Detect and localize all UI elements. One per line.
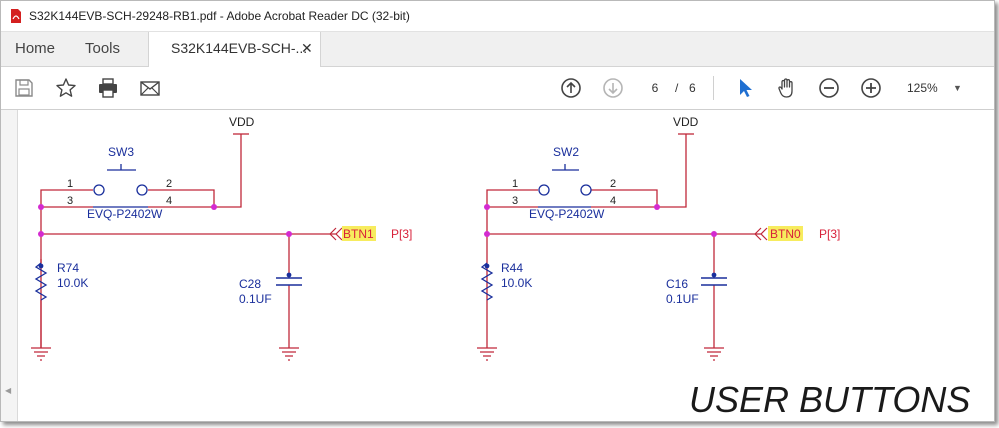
cap-ref-right: C16 [666, 277, 688, 291]
left-navigation-pane[interactable]: ◀ [1, 110, 18, 421]
ground-symbols [31, 347, 724, 361]
cap-val-left: 0.1UF [239, 292, 272, 306]
net-label-btn1: BTN1 [343, 227, 374, 241]
net-flag-btn0 [754, 227, 768, 241]
btn0-highlight [768, 226, 803, 241]
wires-right [486, 133, 761, 348]
expand-pane-icon[interactable]: ◀ [5, 386, 12, 395]
tab-tools[interactable]: Tools [85, 40, 121, 57]
resistor-val-right: 10.0K [501, 276, 532, 290]
net-label-btn0: BTN0 [770, 227, 801, 241]
port-label-right: P[3] [819, 227, 840, 241]
document-view[interactable]: ◀ [1, 110, 994, 421]
tab-home[interactable]: Home [15, 40, 56, 57]
page-down-icon[interactable] [602, 77, 624, 99]
pin3-right: 3 [512, 195, 518, 207]
capacitor-c16 [701, 277, 727, 286]
switch-sw2 [538, 164, 592, 208]
window-title: S32K144EVB-SCH-29248-RB1.pdf - Adobe Acr… [29, 9, 410, 23]
schematic-canvas: VDD SW3 1 2 3 4 EVQ-P2402W R74 10.0K C28… [31, 115, 970, 420]
page-total: 6 [689, 81, 696, 95]
cap-val-right: 0.1UF [666, 292, 699, 306]
pin3-left: 3 [67, 195, 73, 207]
resistor-val-left: 10.0K [57, 276, 88, 290]
switch-part-left: EVQ-P2402W [87, 207, 163, 221]
vdd-label-left: VDD [229, 115, 255, 129]
capacitor-c28-pin [286, 272, 292, 278]
junction-dots [38, 204, 717, 237]
select-cursor-icon[interactable] [734, 77, 756, 99]
save-icon[interactable] [13, 77, 35, 99]
bookmark-star-icon[interactable] [55, 77, 77, 99]
switch-ref-right: SW2 [553, 145, 579, 159]
pdf-file-icon [11, 9, 21, 23]
resistor-ref-left: R74 [57, 261, 79, 275]
resistor-r44-pin [484, 263, 490, 269]
page-number-input[interactable]: 6 [651, 81, 659, 95]
resistor-ref-right: R44 [501, 261, 523, 275]
switch-ref-left: SW3 [108, 145, 134, 159]
toolbar-divider [713, 76, 714, 100]
page-separator: / [675, 81, 679, 95]
net-flag-btn1 [329, 227, 343, 241]
vdd-label-right: VDD [673, 115, 699, 129]
email-icon[interactable] [139, 77, 161, 99]
pin4-right: 4 [610, 195, 616, 207]
title-bar: S32K144EVB-SCH-29248-RB1.pdf - Adobe Acr… [1, 1, 994, 32]
cap-ref-left: C28 [239, 277, 261, 291]
switch-sw3 [93, 164, 148, 208]
pin2-left: 2 [166, 178, 172, 190]
tab-document-label: S32K144EVB-SCH-... [171, 40, 308, 56]
resistor-r74-pin [38, 263, 44, 269]
switch-part-right: EVQ-P2402W [529, 207, 605, 221]
toolbar: 6 / 6 125% ▼ [1, 67, 994, 110]
sheet-heading: USER BUTTONS [689, 379, 970, 420]
pin1-left: 1 [67, 178, 73, 190]
hand-tool-icon[interactable] [776, 77, 798, 99]
pin2-right: 2 [610, 178, 616, 190]
capacitor-c28 [276, 277, 302, 286]
zoom-in-icon[interactable] [860, 77, 882, 99]
pin1-right: 1 [512, 178, 518, 190]
print-icon[interactable] [97, 77, 119, 99]
resistor-r44 [480, 262, 494, 301]
btn1-highlight [342, 226, 376, 241]
zoom-dropdown[interactable]: 125% ▼ [899, 79, 969, 97]
wires-left [40, 133, 336, 348]
tab-bar: Home Tools S32K144EVB-SCH-... ✕ [1, 32, 994, 67]
chevron-down-icon: ▼ [953, 83, 962, 93]
capacitor-c16-pin [711, 272, 717, 278]
zoom-value: 125% [907, 81, 938, 95]
close-tab-icon[interactable]: ✕ [301, 40, 313, 56]
page-up-icon[interactable] [560, 77, 582, 99]
tab-document[interactable]: S32K144EVB-SCH-... ✕ [148, 32, 321, 67]
port-label-left: P[3] [391, 227, 412, 241]
pin4-left: 4 [166, 195, 172, 207]
resistor-r74 [34, 262, 48, 301]
zoom-out-icon[interactable] [818, 77, 840, 99]
